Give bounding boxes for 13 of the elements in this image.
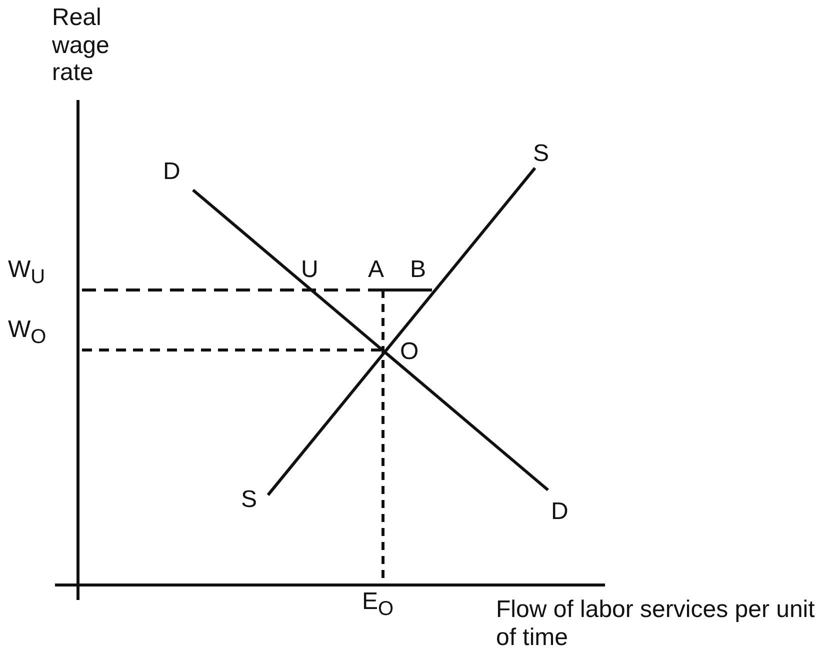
point-label: O xyxy=(400,338,419,366)
point-label: U xyxy=(301,256,318,284)
curve-label: D xyxy=(163,158,180,186)
axis-label: Real wage rate xyxy=(52,4,110,87)
wage-label: W$_{U}$ xyxy=(8,256,46,289)
curve-label: D xyxy=(551,498,568,526)
curve-label: S xyxy=(241,486,258,514)
point-label: A xyxy=(368,256,384,284)
wage-label: W$_{O}$ xyxy=(8,316,46,349)
point-label: B xyxy=(410,256,426,284)
axis-label: Flow of labor services per unit of time xyxy=(496,596,816,652)
curve-label: S xyxy=(533,140,550,168)
employment-label: E$_{O}$ xyxy=(362,588,394,621)
